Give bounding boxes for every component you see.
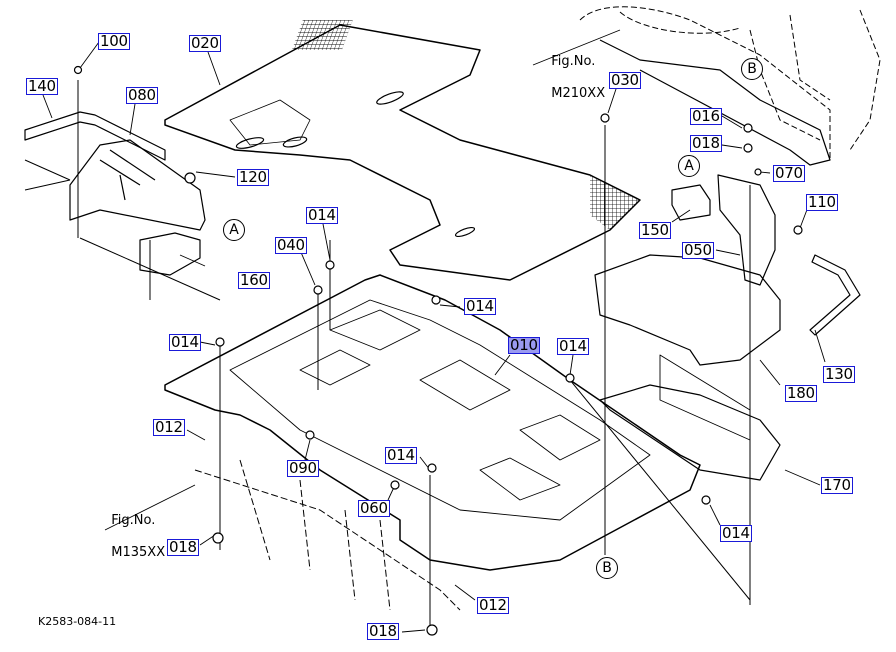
part-label-018[interactable]: 018 — [367, 622, 399, 640]
marker-a: A — [678, 155, 700, 177]
part-label-140[interactable]: 140 — [26, 77, 58, 95]
part-label-050[interactable]: 050 — [682, 241, 714, 259]
part-label-012[interactable]: 012 — [153, 418, 185, 436]
part-label-010[interactable]: 010 — [508, 336, 540, 354]
part-label-018[interactable]: 018 — [690, 134, 722, 152]
frame-outline — [194, 459, 461, 611]
part-label-070[interactable]: 070 — [773, 164, 805, 182]
part-label-014[interactable]: 014 — [464, 297, 496, 315]
drawing-code: K2583-084-11 — [38, 615, 117, 628]
marker-a: A — [223, 219, 245, 241]
part-label-130[interactable]: 130 — [823, 365, 855, 383]
part-label-150[interactable]: 150 — [639, 221, 671, 239]
part-label-014[interactable]: 014 — [557, 337, 589, 355]
floor-plate — [164, 274, 701, 571]
figure-reference-m135[interactable]: Fig.No. M135XX — [103, 497, 165, 561]
part-label-014[interactable]: 014 — [169, 333, 201, 351]
part-label-080[interactable]: 080 — [126, 86, 158, 104]
bracket-080 — [69, 139, 206, 231]
figure-reference-number: M135XX — [111, 545, 166, 560]
part-label-018[interactable]: 018 — [167, 538, 199, 556]
part-label-060[interactable]: 060 — [358, 499, 390, 517]
figure-reference-m210[interactable]: Fig.No. M210XX — [543, 38, 605, 102]
part-label-170[interactable]: 170 — [821, 476, 853, 494]
bracket-050 — [717, 174, 776, 286]
fasteners — [73, 65, 803, 636]
cover-180 — [594, 254, 781, 366]
part-label-040[interactable]: 040 — [275, 236, 307, 254]
figure-reference-label: Fig.No. — [111, 513, 156, 528]
part-label-100[interactable]: 100 — [98, 32, 130, 50]
marker-b: B — [596, 557, 618, 579]
floor-mat — [164, 24, 641, 281]
part-label-180[interactable]: 180 — [785, 384, 817, 402]
block-160 — [139, 232, 201, 276]
part-label-014[interactable]: 014 — [306, 206, 338, 224]
cab-frame-edge — [599, 39, 831, 166]
cab-frame-outline — [579, 6, 881, 160]
plate-170 — [599, 384, 781, 481]
block-150 — [671, 184, 711, 221]
part-label-016[interactable]: 016 — [690, 107, 722, 125]
marker-b: B — [741, 58, 763, 80]
part-label-014[interactable]: 014 — [385, 446, 417, 464]
part-label-090[interactable]: 090 — [287, 459, 319, 477]
part-label-120[interactable]: 120 — [237, 168, 269, 186]
part-label-020[interactable]: 020 — [189, 34, 221, 52]
strip-140 — [24, 111, 166, 161]
part-label-030[interactable]: 030 — [609, 71, 641, 89]
figure-reference-label: Fig.No. — [551, 54, 596, 69]
figure-reference-number: M210XX — [551, 86, 606, 101]
part-label-110[interactable]: 110 — [806, 193, 838, 211]
part-label-160[interactable]: 160 — [238, 271, 270, 289]
strip-130 — [809, 254, 861, 336]
part-label-012[interactable]: 012 — [477, 596, 509, 614]
part-label-014[interactable]: 014 — [720, 524, 752, 542]
